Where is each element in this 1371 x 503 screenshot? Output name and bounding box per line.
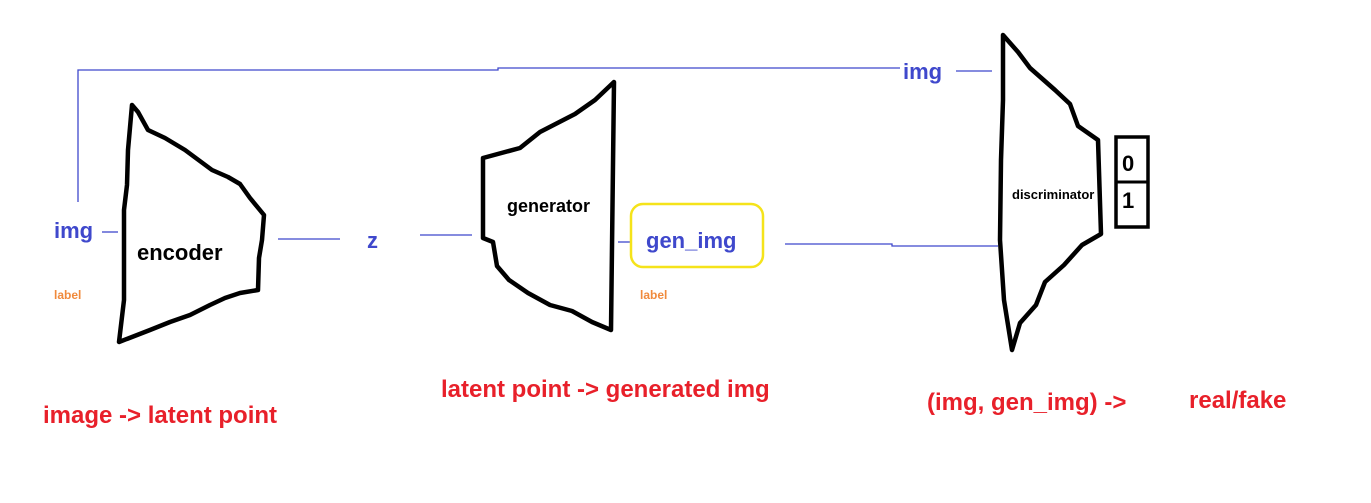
encoder-caption: image -> latent point [43,402,278,429]
encoder-title: encoder [137,240,223,265]
gen-img-highlight-box [629,202,765,269]
generator-condition-label: label [640,288,668,302]
discriminator-caption-result: real/fake [1189,387,1287,414]
discriminator-title: discriminator [1012,187,1095,202]
generator-title: generator [507,196,591,216]
connector-lines [77,67,998,247]
discriminator-block [997,32,1104,353]
latent-z-label: z [367,228,378,253]
generator-block [480,79,617,333]
img-skip-connector [77,67,900,202]
encoder-condition-label: label [54,288,82,302]
encoder-input-label: img [54,218,94,243]
output-zero-label: 0 [1122,151,1135,176]
gen-img-label: gen_img [646,228,737,253]
discriminator-input-label: img [903,59,943,84]
encoder-block [116,102,267,345]
generator-caption: latent point -> generated img [441,376,770,403]
output-one-label: 1 [1122,188,1135,213]
gen-img-to-discriminator-connector [785,243,998,247]
discriminator-caption-inputs: (img, gen_img) -> [927,389,1127,416]
